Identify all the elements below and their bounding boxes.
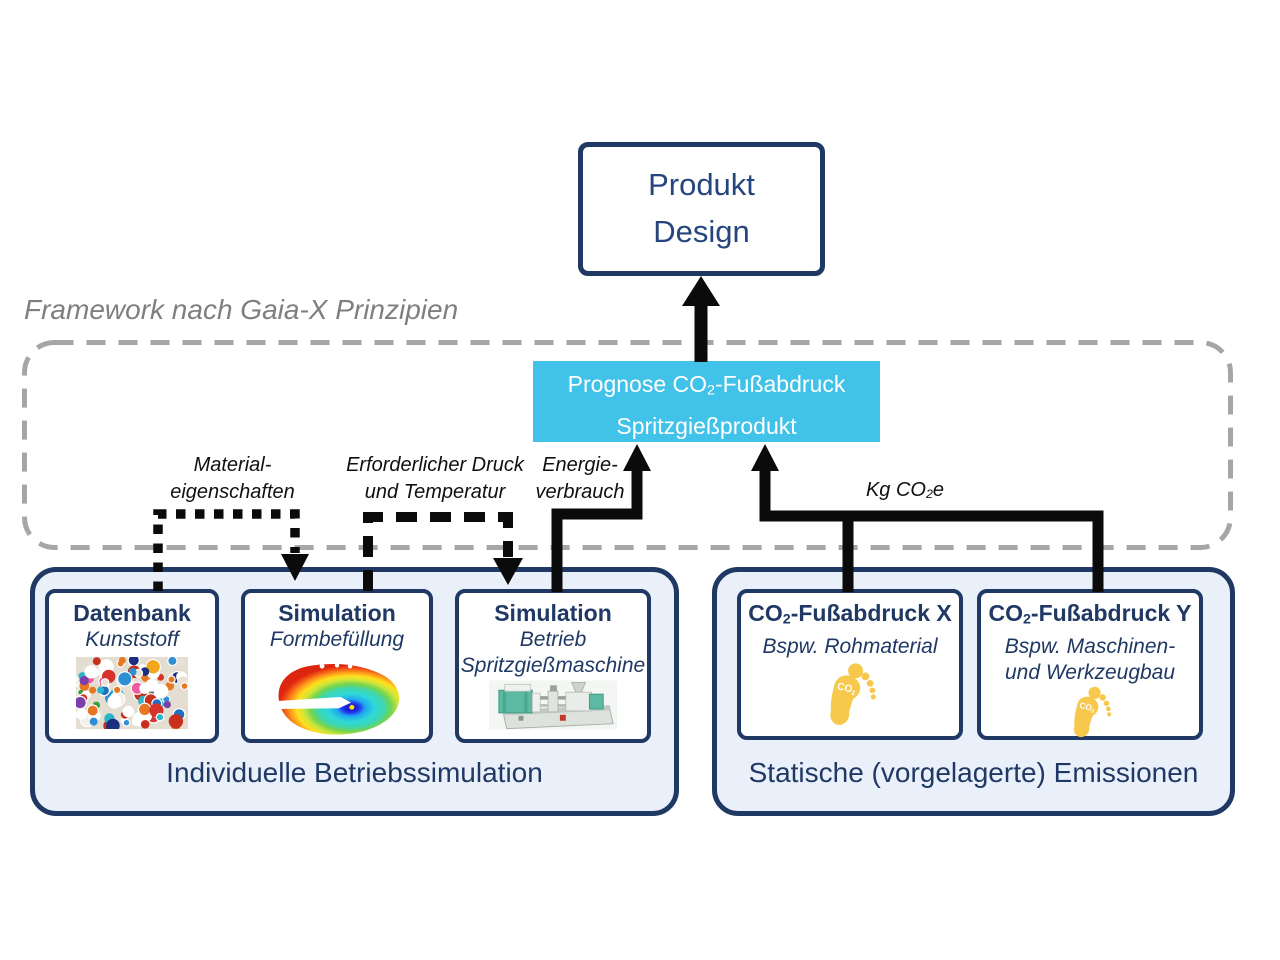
produkt-design-box: Produkt Design xyxy=(578,142,825,276)
datenbank-box: Datenbank Kunststoff xyxy=(45,589,219,743)
machine-simulation-title: Simulation xyxy=(494,600,612,626)
prognose-line1: Prognose CO2-Fußabdruck xyxy=(567,371,846,399)
co2-footprint-label: CO2 xyxy=(1078,700,1096,715)
mold-filling-simulation-box: Simulation Formbefüllung xyxy=(241,589,433,743)
co2-x-subtitle: Bspw. Rohmaterial xyxy=(762,634,938,658)
co2-footprint-x-box: CO2-Fußabdruck X Bspw. Rohmaterial CO2 xyxy=(737,589,963,740)
co2-x-title: CO2-Fußabdruck X xyxy=(748,600,952,628)
datenbank-subtitle: Kunststoff xyxy=(85,628,179,651)
product-design-arrow xyxy=(682,276,720,362)
datenbank-title: Datenbank xyxy=(73,600,191,626)
prognose-co2-box: Prognose CO2-Fußabdruck Spritzgießproduk… xyxy=(533,361,880,442)
produkt-design-line1: Produkt xyxy=(648,167,755,202)
injection-molding-machine-image xyxy=(489,680,617,730)
co2-footprint-label: CO2 xyxy=(836,681,858,697)
co2-y-subtitle2: und Werkzeugbau xyxy=(1004,660,1176,684)
prognose-line2: Spritzgießprodukt xyxy=(616,412,797,439)
emissions-group-label: Statische (vorgelagerte) Emissionen xyxy=(748,757,1199,788)
co2-y-title: CO2-Fußabdruck Y xyxy=(988,600,1192,628)
mold-filling-title: Simulation xyxy=(278,600,396,626)
plastic-granulate-image xyxy=(76,657,188,729)
co2-footprint-icon: CO2 xyxy=(1073,686,1112,737)
mold-filling-subtitle: Formbefüllung xyxy=(269,628,405,651)
co2-footprint-y-box: CO2-Fußabdruck Y Bspw. Maschinen- und We… xyxy=(977,589,1203,740)
mold-filling-image xyxy=(267,663,400,735)
framework-label: Framework nach Gaia-X Prinzipien xyxy=(24,294,459,325)
material-arrow-label: Material-eigenschaften xyxy=(170,454,295,503)
kgco2e-arrow-label: Kg CO2e xyxy=(865,479,945,502)
machine-simulation-box: Simulation Betrieb Spritzgießmaschine xyxy=(455,589,651,743)
energy-arrow-label: Energie-verbrauch xyxy=(535,454,625,503)
co2-footprint-icon: CO2 xyxy=(830,662,876,725)
betriebssimulation-group-label: Individuelle Betriebssimulation xyxy=(166,757,543,788)
machine-simulation-subtitle1: Betrieb xyxy=(519,628,587,651)
co2-y-subtitle1: Bspw. Maschinen- xyxy=(1004,634,1176,658)
machine-simulation-subtitle2: Spritzgießmaschine xyxy=(460,654,646,677)
produkt-design-line2: Design xyxy=(653,214,750,249)
